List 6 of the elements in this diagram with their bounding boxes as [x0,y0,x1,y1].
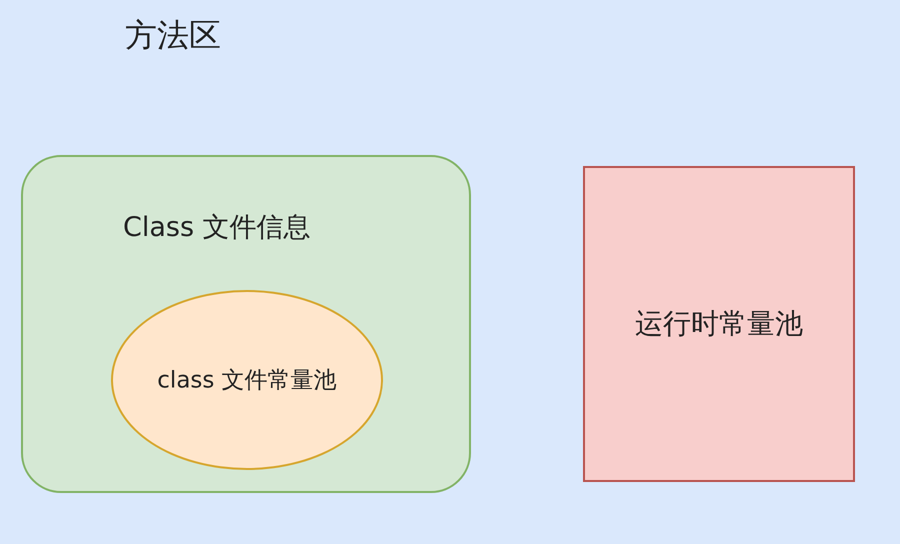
class-info-box [21,155,471,493]
node-label: 运行时常量池 [634,306,804,342]
node-label: class 文件常量池 [156,366,338,396]
node-label: Class 文件信息 [123,211,311,245]
runtime-pool-box [583,166,855,482]
node-label: 方法区 [125,15,221,56]
